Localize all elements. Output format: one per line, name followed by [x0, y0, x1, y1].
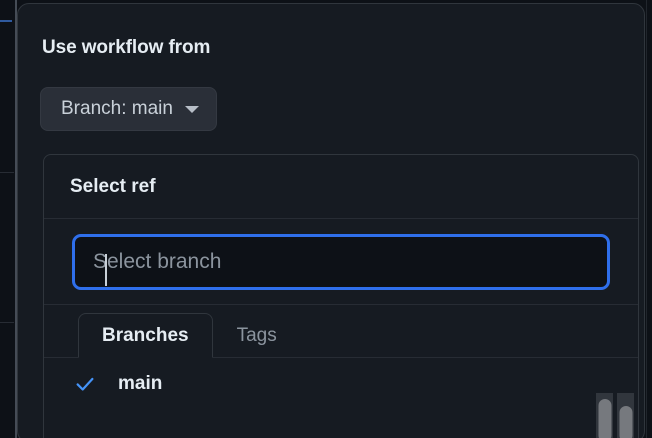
panel-scrollbar[interactable] — [596, 393, 613, 438]
ref-name: main — [118, 373, 163, 394]
ref-list: main — [44, 358, 638, 410]
select-ref-search-row — [44, 219, 638, 305]
panel-scrollbar-thumb[interactable] — [598, 399, 611, 438]
text-cursor — [105, 254, 107, 286]
tab-tags[interactable]: Tags — [236, 324, 277, 346]
backdrop-divider-bottom — [0, 322, 14, 323]
branch-selector-label: Branch: main — [61, 98, 173, 119]
list-item[interactable]: main — [44, 358, 638, 410]
backdrop-accent-line — [0, 20, 12, 22]
backdrop-divider-top — [0, 172, 14, 173]
select-ref-header: Select ref — [44, 155, 638, 219]
ref-type-tabs: Branches Tags — [44, 305, 638, 358]
page-scrollbar-thumb[interactable] — [619, 406, 632, 438]
backdrop-panel-edge — [15, 0, 17, 438]
select-ref-panel: Select ref Branches Tags main — [43, 154, 639, 438]
chevron-down-icon — [184, 105, 199, 113]
tab-branches[interactable]: Branches — [78, 313, 213, 358]
select-ref-title: Select ref — [70, 175, 156, 197]
page-scrollbar[interactable] — [617, 393, 634, 438]
dialog-title: Use workflow from — [42, 37, 211, 58]
check-icon — [76, 377, 94, 391]
run-workflow-dialog: Use workflow from Branch: main Select re… — [17, 3, 645, 438]
right-edge-line — [646, 0, 647, 438]
branch-search-input[interactable] — [72, 233, 610, 290]
branch-selector-button[interactable]: Branch: main — [40, 87, 217, 131]
right-edge-strip — [645, 0, 652, 438]
